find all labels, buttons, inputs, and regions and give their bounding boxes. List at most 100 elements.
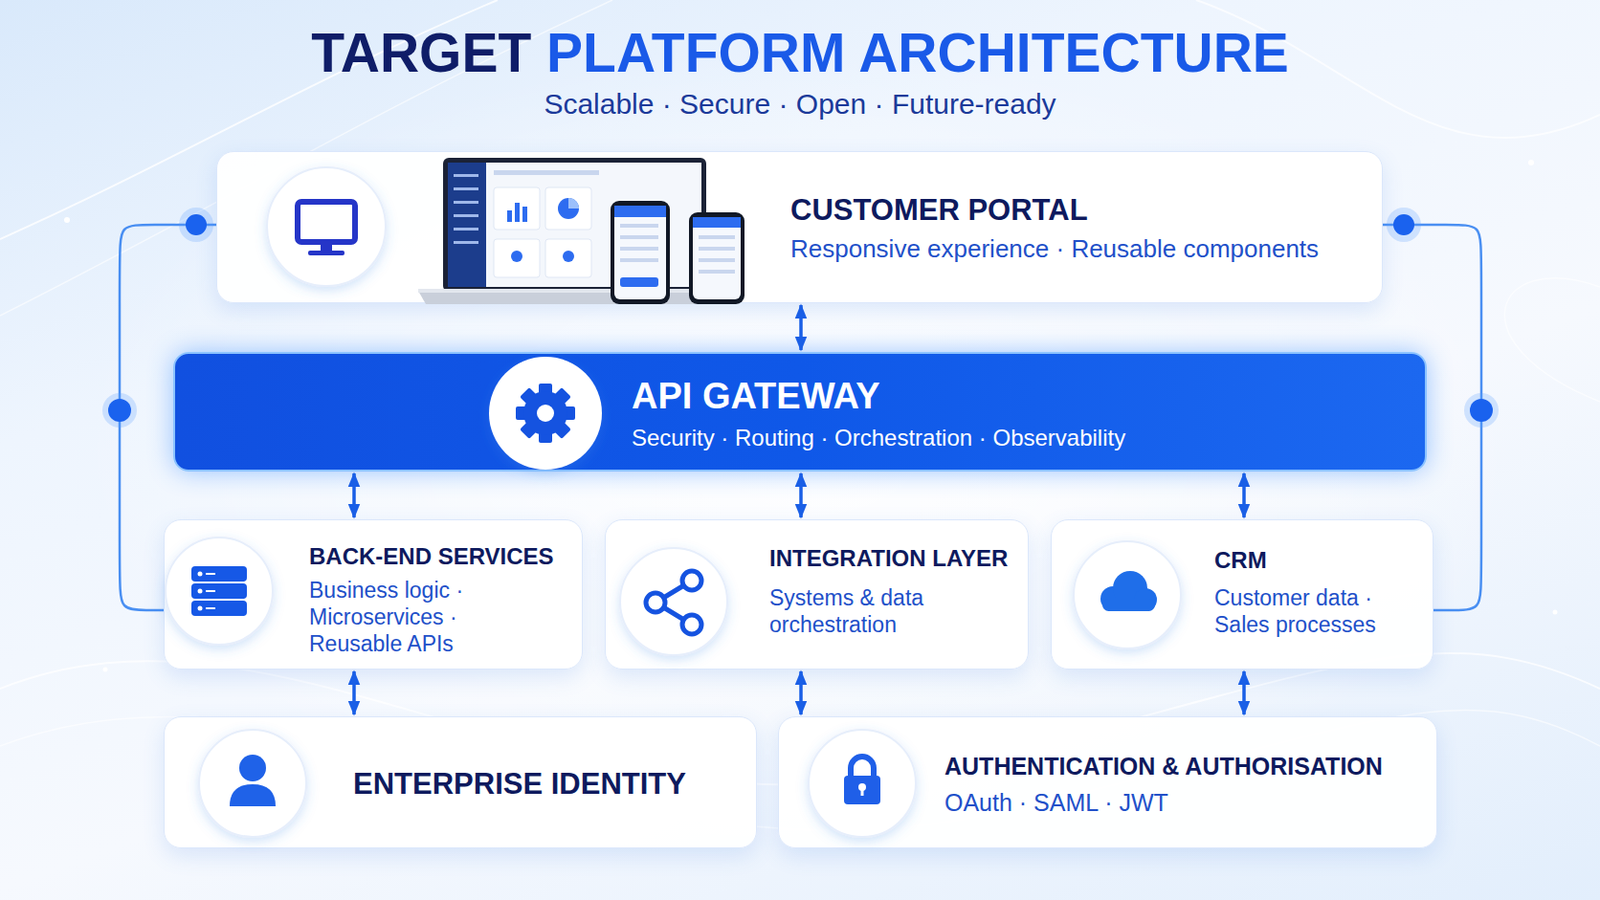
lock-body xyxy=(844,776,881,805)
gear-tooth xyxy=(515,406,530,421)
gear-tooth xyxy=(552,420,572,440)
share-icon xyxy=(620,548,728,656)
gateway-band: API GATEWAY Security · Routing · Orchestr… xyxy=(173,352,1427,472)
phone-row xyxy=(620,246,659,251)
server-unit xyxy=(191,583,247,600)
connector-dot xyxy=(108,399,132,423)
icon-circle xyxy=(266,167,386,287)
gear-tooth xyxy=(519,420,539,440)
screen-header xyxy=(493,170,600,176)
node-heading: API GATEWAY xyxy=(631,376,881,419)
phone-header xyxy=(692,217,741,228)
phone-row xyxy=(620,258,659,263)
icon-circle xyxy=(1073,541,1181,649)
cloud-icon xyxy=(1073,541,1181,649)
gear-tooth xyxy=(538,429,553,444)
sidebar-item xyxy=(453,241,479,245)
device-illustration xyxy=(418,157,745,305)
lock-icon xyxy=(808,730,916,838)
phone-row xyxy=(620,235,659,240)
node-heading: AUTHENTICATION & AUTHORISATION xyxy=(944,753,1383,781)
connector-dot xyxy=(1469,399,1493,423)
server-slot xyxy=(205,590,216,593)
wave-line xyxy=(0,711,1600,832)
gear-tooth xyxy=(519,387,539,407)
bidirectional-arrow xyxy=(799,305,803,351)
background-glow xyxy=(72,47,1528,852)
node-description: Responsive experience · Reusable compone… xyxy=(790,235,1319,265)
server-slot xyxy=(205,607,216,610)
sparkle xyxy=(103,667,109,673)
server-unit xyxy=(191,600,247,617)
wave-line xyxy=(1196,0,1600,138)
person-icon xyxy=(199,730,307,838)
wave-line xyxy=(1504,278,1600,402)
bidirectional-arrow xyxy=(1242,671,1246,715)
phone-header xyxy=(614,205,667,218)
icon-circle xyxy=(620,548,728,656)
phone-row xyxy=(620,223,659,228)
connector-dot xyxy=(185,214,207,236)
service-box: BACK-END SERVICES Business logic · Micros… xyxy=(163,519,583,670)
cloud-part xyxy=(1133,588,1157,612)
gear-tooth xyxy=(552,387,572,407)
sidebar-item xyxy=(453,187,479,191)
node-description: Business logic · Microservices · Reusabl… xyxy=(309,577,530,658)
dot-halo xyxy=(1386,207,1422,243)
auth-box: AUTHENTICATION & AUTHORISATION OAuth · SA… xyxy=(777,716,1438,849)
laptop-screen xyxy=(447,162,702,288)
share-node xyxy=(682,615,702,635)
share-node xyxy=(645,593,666,613)
screen-card xyxy=(545,187,592,230)
connector-line xyxy=(1382,224,1482,611)
icon-circle xyxy=(808,730,916,838)
node-heading: CUSTOMER PORTAL xyxy=(790,193,1089,228)
share-line xyxy=(655,580,692,625)
identity-box: ENTERPRISE IDENTITY xyxy=(163,716,757,849)
dot-halo xyxy=(1464,393,1499,428)
bidirectional-arrow xyxy=(799,671,803,715)
gear-body xyxy=(523,391,568,436)
laptop-hinge xyxy=(418,288,728,293)
phone-screen xyxy=(692,217,741,300)
connector-line xyxy=(119,224,217,611)
node-description: OAuth · SAML · JWT xyxy=(944,789,1169,818)
phone-row xyxy=(698,235,735,240)
node-description: Security · Routing · Orchestration · Obs… xyxy=(631,424,1126,452)
phone-row xyxy=(698,269,735,274)
bidirectional-arrow xyxy=(352,671,356,715)
server-light xyxy=(198,572,203,578)
screen-card xyxy=(545,239,592,278)
cloud-part xyxy=(1112,571,1148,606)
screen-card xyxy=(493,187,540,230)
node-description: Systems & data orchestration xyxy=(769,584,961,639)
monitor-icon xyxy=(266,167,386,287)
sidebar-item xyxy=(453,227,479,231)
diagram-title: TARGET PLATFORM ARCHITECTURE xyxy=(311,22,1289,84)
dot-halo xyxy=(102,393,137,428)
node-heading: BACK-END SERVICES xyxy=(309,543,555,571)
server-unit xyxy=(191,566,247,582)
phone-screen xyxy=(614,205,667,300)
sidebar-item xyxy=(453,200,479,204)
sparkle xyxy=(64,217,70,223)
gear-hole xyxy=(536,404,555,423)
node-heading: INTEGRATION LAYER xyxy=(769,545,1008,573)
node-heading: ENTERPRISE IDENTITY xyxy=(353,767,687,802)
pie-slice xyxy=(568,198,579,209)
screen-dot xyxy=(562,250,575,263)
portal-box: CUSTOMER PORTAL Responsive experience · R… xyxy=(216,151,1383,304)
sidebar-item xyxy=(453,174,479,178)
integration-box: INTEGRATION LAYER Systems & data orchestr… xyxy=(604,519,1029,670)
person-head xyxy=(239,755,267,782)
wave-line xyxy=(0,0,498,240)
phone-row xyxy=(698,246,735,251)
chart-bar xyxy=(507,210,512,223)
bidirectional-arrow xyxy=(352,473,356,518)
bidirectional-arrow xyxy=(799,473,803,518)
icon-circle xyxy=(488,356,602,470)
